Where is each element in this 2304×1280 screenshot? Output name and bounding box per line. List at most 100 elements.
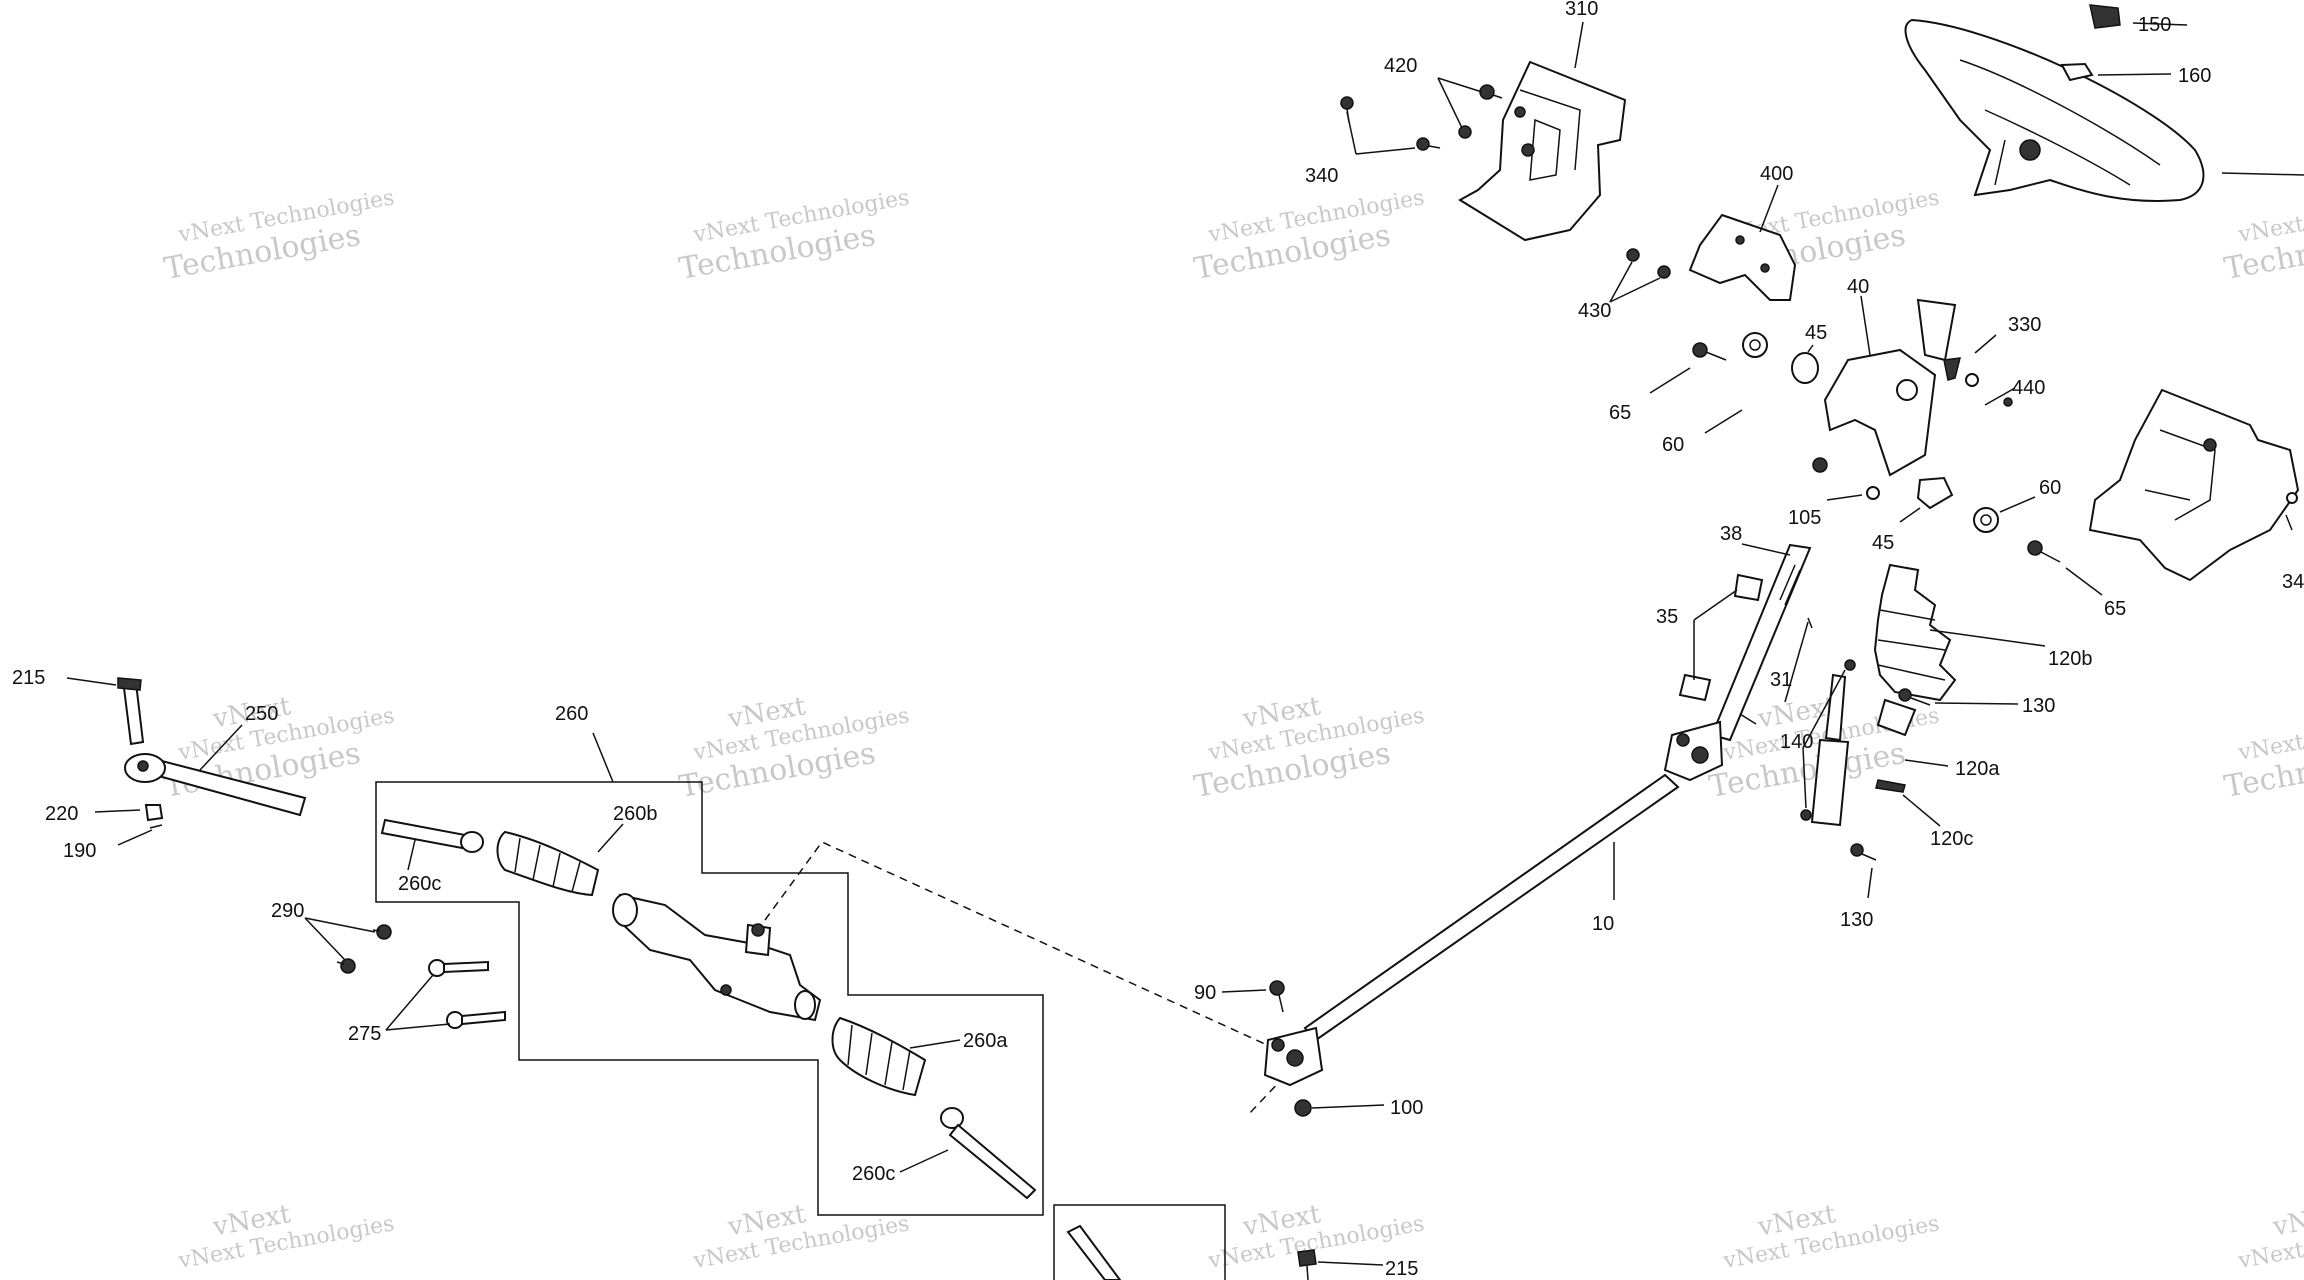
screw-420-b — [1458, 125, 1472, 139]
screw-140-b — [1800, 809, 1812, 821]
screw-34 — [2286, 492, 2298, 504]
watermark: vNext Technologies Technologies — [162, 185, 397, 286]
callout-290: 290 — [271, 900, 304, 922]
column-bracket-40 — [1823, 298, 1957, 477]
cap-150 — [2089, 4, 2121, 29]
callout-150: 150 — [2138, 14, 2171, 36]
bolt-65-b — [2027, 540, 2061, 563]
steering-wheel-part — [1904, 18, 2205, 202]
watermark: vNext Technologies Technologies — [1192, 185, 1427, 286]
nut-100 — [1294, 1099, 1312, 1117]
pinion-link-dashed — [764, 841, 1302, 1116]
callout-215: 215 — [12, 667, 45, 689]
callout-310: 310 — [1565, 0, 1598, 20]
part-labels: 310 420 340 150 160 400 430 40 330 45 65… — [12, 0, 2304, 1280]
callout-10: 10 — [1592, 913, 1614, 935]
screw-340-a — [1340, 96, 1354, 123]
callout-40: 40 — [1847, 276, 1869, 298]
callout-260b: 260b — [613, 803, 658, 825]
tie-rod-end-260c-a — [380, 818, 484, 853]
callout-120a: 120a — [1955, 758, 2000, 780]
bushing-45-a — [1791, 352, 1819, 384]
bolt-90 — [1269, 980, 1285, 1013]
upper-cover-part — [1458, 60, 1627, 242]
bushing-35-a — [1733, 573, 1764, 602]
callout-220: 220 — [45, 803, 78, 825]
bolt-130-a — [1898, 688, 1931, 706]
bushing-60-b — [1973, 507, 1999, 533]
callout-35: 35 — [1656, 606, 1678, 628]
callout-420: 420 — [1384, 55, 1417, 77]
callout-60-b: 60 — [2039, 477, 2061, 499]
nut-105 — [1812, 457, 1880, 500]
callout-430: 430 — [1578, 300, 1611, 322]
tie-rod-end-260c-b — [940, 1107, 1037, 1200]
callout-440: 440 — [2012, 377, 2045, 399]
watermark: vNext vNext Technologies — [1721, 1199, 1942, 1274]
callout-400: 400 — [1760, 163, 1793, 185]
callout-45-b: 45 — [1872, 532, 1894, 554]
callout-31: 31 — [1770, 669, 1792, 691]
watermark: vNext Technologies Technologies — [2222, 703, 2304, 804]
callout-215-b: 215 — [1385, 1258, 1418, 1280]
screw-140-a — [1844, 659, 1856, 671]
leader-lines — [66, 21, 2304, 1266]
rack-kit-outline — [375, 781, 1044, 1216]
column-shaft-38 — [1710, 543, 1812, 742]
nut-160 — [2060, 62, 2094, 82]
bolt-65-a — [1692, 342, 1727, 361]
bracket-400 — [1688, 213, 1797, 301]
screw-420-a — [1479, 84, 1503, 100]
callout-120c: 120c — [1930, 828, 1973, 850]
pin-120c — [1875, 779, 1906, 793]
callout-130: 130 — [2022, 695, 2055, 717]
pin-190 — [149, 824, 163, 829]
boot-260a — [831, 1016, 927, 1097]
callout-130-b: 130 — [1840, 909, 1873, 931]
callout-140: 140 — [1780, 731, 1813, 753]
callout-105: 105 — [1788, 507, 1821, 529]
pin-31 — [1739, 617, 1813, 725]
callout-45: 45 — [1805, 322, 1827, 344]
watermark: vNext vNext Technologies — [691, 1199, 912, 1274]
callout-250: 250 — [245, 703, 278, 725]
bolt-215-a — [117, 677, 145, 746]
callout-260c: 260c — [398, 873, 441, 895]
clip-330 — [1943, 357, 1961, 381]
u-joint-upper — [1663, 720, 1724, 782]
screw-340-b — [1416, 137, 1441, 151]
callout-38: 38 — [1720, 523, 1742, 545]
callout-260a: 260a — [963, 1030, 1008, 1052]
watermark: vNext vNext Technologies — [2236, 1199, 2304, 1274]
tie-rod-kit-outline — [1053, 1204, 1226, 1280]
washer-440 — [1965, 373, 2013, 407]
callout-160: 160 — [2178, 65, 2211, 87]
bushing-60-a — [1742, 332, 1768, 358]
watermark-text: vNext — [2270, 1199, 2304, 1242]
callout-260: 260 — [555, 703, 588, 725]
screw-430-b — [1657, 265, 1671, 279]
bolt-215-b — [1297, 1249, 1317, 1280]
u-joint-lower — [1263, 1026, 1324, 1087]
watermark: vNext vNext Technologies Technologies — [677, 691, 912, 805]
bolt-290-a — [372, 924, 392, 940]
intermediate-shaft-10 — [1303, 773, 1680, 1042]
callout-340: 340 — [1305, 165, 1338, 187]
callout-65: 65 — [1609, 402, 1631, 424]
nut-220 — [144, 804, 164, 822]
screw-430-a — [1626, 248, 1640, 262]
steering-rack-260 — [612, 893, 822, 1022]
bolt-275-a — [428, 959, 489, 977]
watermark: vNext Technologies Technologies — [677, 185, 912, 286]
callout-275: 275 — [348, 1023, 381, 1045]
actuator-120a — [1810, 673, 1917, 827]
watermark: vNext Technologies Technologies — [2222, 185, 2304, 286]
callout-120b: 120b — [2048, 648, 2093, 670]
tie-rod-250 — [124, 753, 307, 817]
callout-34: 34 — [2282, 571, 2304, 593]
tie-rod-fragment — [1066, 1224, 1122, 1280]
callout-260c-b: 260c — [852, 1163, 895, 1185]
bushing-35-b — [1678, 673, 1712, 702]
boot-120b — [1873, 563, 1957, 702]
